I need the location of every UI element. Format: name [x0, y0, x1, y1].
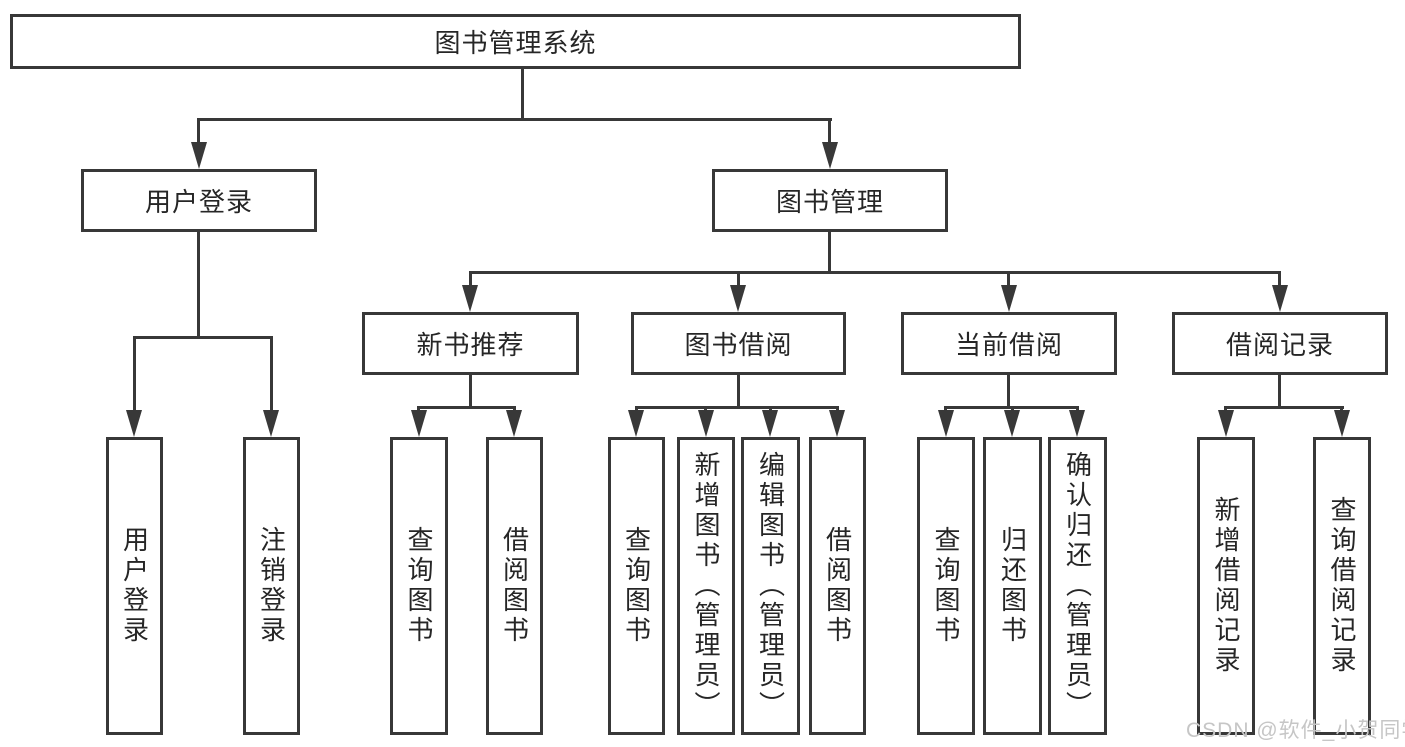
- arrowhead-icon: [1069, 410, 1085, 437]
- node-book-borrow: 图书借阅: [631, 312, 846, 375]
- leaf-current-query-book: 查询图书: [917, 437, 975, 735]
- connector-line: [737, 271, 740, 287]
- arrowhead-icon: [628, 410, 644, 437]
- leaf-borrow-add-book-admin: 新增图书（管理员）: [677, 437, 735, 735]
- leaf-records-query-record: 查询借阅记录: [1313, 437, 1371, 735]
- node-new-book-recommend: 新书推荐: [362, 312, 579, 375]
- connector-line: [1278, 374, 1281, 406]
- arrowhead-icon: [462, 285, 478, 312]
- leaf-borrow-edit-book-admin: 编辑图书（管理员）: [741, 437, 800, 735]
- node-book-management: 图书管理: [712, 169, 948, 232]
- leaf-user-login: 用户登录: [106, 437, 163, 735]
- leaf-recommend-borrow-book: 借阅图书: [486, 437, 543, 735]
- arrowhead-icon: [1334, 410, 1350, 437]
- leaf-borrow-borrow-book: 借阅图书: [809, 437, 866, 735]
- arrowhead-icon: [126, 410, 142, 437]
- connector-line: [469, 271, 1281, 274]
- leaf-logout-login: 注销登录: [243, 437, 300, 735]
- connector-line: [469, 271, 472, 287]
- node-user-login: 用户登录: [81, 169, 317, 232]
- connector-line: [469, 374, 472, 406]
- arrowhead-icon: [411, 410, 427, 437]
- connector-line: [197, 118, 200, 146]
- node-current-borrow: 当前借阅: [901, 312, 1117, 375]
- arrowhead-icon: [730, 285, 746, 312]
- connector-line: [1007, 271, 1010, 287]
- arrowhead-icon: [829, 410, 845, 437]
- connector-line: [1007, 374, 1010, 406]
- connector-line: [521, 68, 524, 118]
- leaf-recommend-query-book: 查询图书: [390, 437, 448, 735]
- node-borrow-records: 借阅记录: [1172, 312, 1388, 375]
- arrowhead-icon: [263, 410, 279, 437]
- arrowhead-icon: [822, 142, 838, 169]
- connector-line: [635, 406, 839, 409]
- leaf-records-add-record: 新增借阅记录: [1197, 437, 1255, 735]
- arrowhead-icon: [762, 410, 778, 437]
- arrowhead-icon: [698, 410, 714, 437]
- arrowhead-icon: [1218, 410, 1234, 437]
- connector-line: [133, 336, 273, 339]
- connector-line: [133, 336, 136, 412]
- arrowhead-icon: [1272, 285, 1288, 312]
- connector-line: [1225, 406, 1344, 409]
- leaf-current-return-book: 归还图书: [983, 437, 1042, 735]
- arrowhead-icon: [191, 142, 207, 169]
- csdn-watermark: CSDN @软件_小贺同学: [1186, 719, 1405, 742]
- connector-line: [828, 231, 831, 271]
- node-library-system: 图书管理系统: [10, 14, 1021, 69]
- connector-line: [197, 118, 832, 121]
- connector-line: [828, 118, 831, 146]
- leaf-borrow-query-book: 查询图书: [608, 437, 665, 735]
- connector-line: [1278, 271, 1281, 287]
- leaf-current-confirm-return-admin: 确认归还（管理员）: [1048, 437, 1107, 735]
- connector-line: [197, 231, 200, 336]
- connector-line: [418, 406, 516, 409]
- arrowhead-icon: [1001, 285, 1017, 312]
- arrowhead-icon: [938, 410, 954, 437]
- connector-line: [270, 336, 273, 412]
- arrowhead-icon: [506, 410, 522, 437]
- connector-line: [737, 374, 740, 406]
- arrowhead-icon: [1004, 410, 1020, 437]
